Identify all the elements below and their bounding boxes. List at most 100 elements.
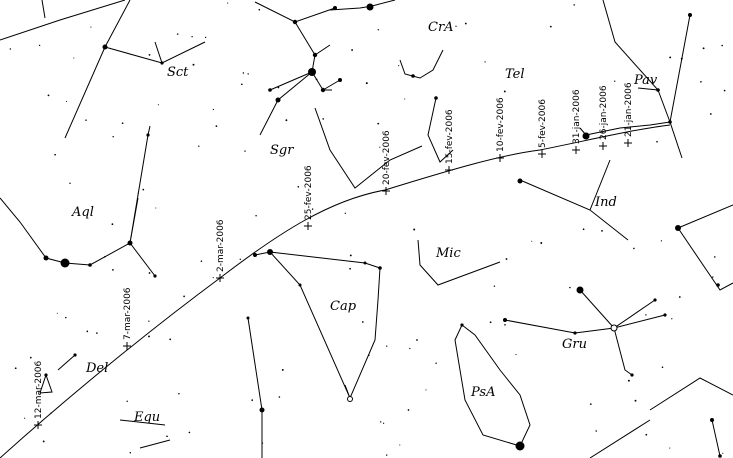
star (160, 61, 164, 65)
label-cra: CrA (428, 20, 454, 35)
faint-star (413, 228, 416, 231)
faint-star (702, 47, 705, 50)
star (320, 87, 326, 93)
faint-star (573, 4, 575, 6)
label-aql: Aql (71, 205, 94, 220)
faint-star (489, 321, 492, 324)
faint-star (86, 330, 89, 333)
ind-figure (519, 159, 629, 241)
star (675, 225, 681, 231)
faint-star (661, 366, 664, 368)
star (275, 97, 281, 103)
faint-star (24, 417, 26, 419)
track-tick: 5-fev-2006 (538, 99, 548, 158)
star (73, 353, 77, 357)
faint-star (121, 122, 124, 125)
star (298, 283, 302, 287)
star (688, 13, 692, 17)
star (582, 132, 590, 140)
faint-star (157, 104, 159, 106)
faint-star (242, 72, 245, 74)
faint-star (65, 316, 67, 319)
faint-star (148, 335, 150, 338)
star (102, 44, 108, 50)
faint-star (656, 140, 658, 143)
track-ticks: 12-mar-20067-mar-20062-mar-200625-fev-20… (34, 82, 634, 429)
faint-star (645, 314, 647, 316)
track-date-label: 7-mar-2006 (123, 287, 133, 340)
faint-star (349, 267, 351, 270)
faint-star (589, 403, 592, 405)
star (716, 283, 720, 287)
star (653, 298, 657, 302)
faint-star (404, 98, 406, 100)
faint-star (166, 435, 168, 438)
faint-star (633, 247, 635, 250)
psa-figure (454, 324, 531, 447)
faint-star (227, 2, 229, 4)
star (573, 331, 577, 335)
star (460, 323, 464, 327)
faint-star (582, 228, 585, 231)
faint-star (251, 399, 254, 401)
star (718, 454, 722, 458)
track-tick: 26-jan-2006 (599, 85, 609, 150)
faint-star (297, 185, 300, 188)
star (576, 286, 584, 294)
faint-star (215, 125, 218, 127)
faint-star (377, 29, 380, 31)
star (710, 418, 714, 422)
faint-star (90, 26, 92, 28)
star (333, 6, 337, 10)
faint-star (723, 89, 726, 92)
faint-star (407, 409, 410, 411)
track-tick: 2-mar-2006 (216, 219, 226, 282)
faint-star (191, 36, 193, 38)
sgr-figure-upper (254, 1, 341, 136)
star-variable (610, 324, 618, 332)
track-date-label: 31-jan-2006 (572, 89, 582, 144)
faint-star (176, 33, 179, 35)
label-del: Del (85, 361, 108, 376)
star (378, 266, 382, 270)
faint-star (112, 135, 114, 138)
faint-star (678, 296, 681, 298)
label-cap: Cap (330, 299, 357, 314)
star (515, 441, 525, 451)
label-psa: PsA (470, 385, 495, 400)
track-tick: 10-fev-2006 (496, 97, 506, 162)
faint-star (66, 100, 68, 102)
star (663, 313, 667, 317)
misc-bottom (139, 439, 171, 449)
faint-star (344, 212, 346, 214)
faint-star (425, 389, 427, 391)
star (153, 274, 157, 278)
faint-star (54, 153, 56, 156)
track-tick: 20-fev-2006 (382, 130, 392, 195)
faint-star (212, 277, 214, 279)
bright-stars (43, 3, 722, 458)
faint-star (200, 260, 203, 262)
faint-star (399, 444, 401, 446)
faint-star (464, 22, 467, 25)
faint-star (239, 258, 242, 261)
faint-star (73, 57, 75, 59)
faint-star (700, 80, 702, 83)
faint-star (148, 320, 150, 322)
label-tel: Tel (505, 67, 525, 82)
faint-star (351, 49, 354, 51)
label-pav: Pav (633, 73, 658, 88)
faint-star (47, 94, 50, 97)
faint-star (721, 44, 724, 47)
faint-star (212, 108, 215, 111)
faint-star (349, 254, 352, 257)
cra-figure (399, 49, 444, 79)
object-track: 12-mar-20067-mar-20062-mar-200625-fev-20… (0, 82, 671, 458)
star (43, 255, 49, 261)
track-date-label: 20-fev-2006 (382, 130, 392, 185)
track-tick: 7-mar-2006 (123, 287, 133, 350)
del-figure (39, 354, 76, 394)
